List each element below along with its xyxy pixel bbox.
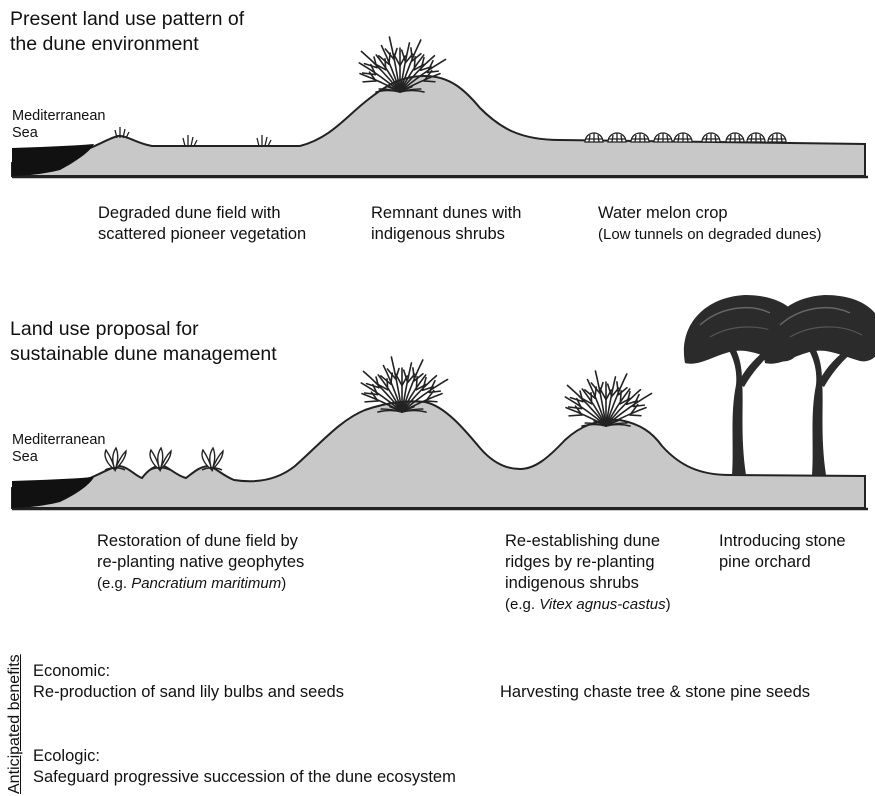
ecologic-text: Safeguard progressive succession of the … bbox=[33, 768, 456, 786]
shrub-icon bbox=[564, 370, 653, 427]
economic-right-text: Harvesting chaste tree & stone pine seed… bbox=[500, 683, 811, 701]
shrub-icon bbox=[360, 356, 449, 413]
proposal-sea-label-line1: Mediterranean bbox=[12, 432, 106, 448]
caption-pine-line1: Introducing stone bbox=[719, 532, 846, 550]
present-sea-label-line2: Sea bbox=[12, 125, 38, 141]
caption-remnant-line2: indigenous shrubs bbox=[371, 225, 505, 243]
melon-tunnel-icon bbox=[746, 132, 766, 143]
melon-tunnel-icon bbox=[725, 132, 745, 143]
caption-restoration-example: (e.g. Pancratium maritimum) bbox=[97, 575, 287, 592]
proposal-sea bbox=[12, 477, 94, 508]
grass-tuft-icon bbox=[182, 135, 198, 147]
melon-tunnel-icon bbox=[584, 132, 604, 143]
melon-tunnel-icon bbox=[607, 132, 627, 143]
ecologic-label: Ecologic: bbox=[33, 747, 100, 765]
proposal-profile bbox=[11, 400, 868, 511]
proposal-title-line1: Land use proposal for bbox=[10, 318, 199, 340]
proposal-sea-label-line2: Sea bbox=[12, 449, 38, 465]
caption-pine-line2: pine orchard bbox=[719, 553, 811, 571]
caption-restoration-line1: Restoration of dune field by bbox=[97, 532, 298, 550]
grass-tuft-icon bbox=[114, 127, 130, 139]
present-title-line1: Present land use pattern of bbox=[10, 8, 245, 30]
shrub-icon bbox=[358, 36, 447, 93]
melon-tunnel-icon bbox=[653, 132, 673, 143]
caption-ridges-line2: ridges by re-planting bbox=[505, 553, 655, 571]
caption-restoration-line2: re-planting native geophytes bbox=[97, 553, 305, 571]
caption-degraded-line1: Degraded dune field with bbox=[98, 204, 281, 222]
proposal-ground-fill bbox=[11, 400, 866, 509]
melon-tunnel-icon bbox=[673, 132, 693, 143]
caption-melon-line2: (Low tunnels on degraded dunes) bbox=[598, 226, 822, 243]
present-sea bbox=[12, 144, 94, 176]
melon-tunnel-icon bbox=[767, 132, 787, 143]
lily-icon bbox=[201, 446, 224, 472]
present-sea-label-line1: Mediterranean bbox=[12, 108, 106, 124]
benefits-side-label-text: Anticipated benefits bbox=[6, 654, 23, 794]
grass-tuft-icon bbox=[256, 135, 272, 147]
lily-icon bbox=[149, 446, 172, 472]
economic-left-text: Re-production of sand lily bulbs and see… bbox=[33, 683, 344, 701]
species-pancratium: Pancratium maritimum bbox=[131, 575, 282, 592]
lily-icon bbox=[104, 446, 127, 472]
caption-ridges-example: (e.g. Vitex agnus-castus) bbox=[505, 596, 671, 613]
present-title-line2: the dune environment bbox=[10, 33, 199, 55]
species-vitex: Vitex agnus-castus bbox=[539, 596, 666, 613]
proposal-title-line2: sustainable dune management bbox=[10, 343, 277, 365]
caption-remnant-line1: Remnant dunes with bbox=[371, 204, 522, 222]
melon-tunnel-icon bbox=[630, 132, 650, 143]
caption-degraded-line2: scattered pioneer vegetation bbox=[98, 225, 307, 243]
present-profile bbox=[11, 74, 868, 179]
caption-ridges-line1: Re-establishing dune bbox=[505, 532, 661, 550]
present-ground-fill bbox=[11, 74, 866, 177]
benefits-side-label: Anticipated benefits bbox=[5, 596, 25, 794]
caption-melon-line1: Water melon crop bbox=[598, 204, 728, 222]
melon-tunnel-row bbox=[584, 132, 787, 143]
economic-label: Economic: bbox=[33, 662, 111, 680]
caption-ridges-line3: indigenous shrubs bbox=[505, 574, 639, 592]
stone-pine-icon bbox=[763, 295, 875, 475]
melon-tunnel-icon bbox=[701, 132, 721, 143]
